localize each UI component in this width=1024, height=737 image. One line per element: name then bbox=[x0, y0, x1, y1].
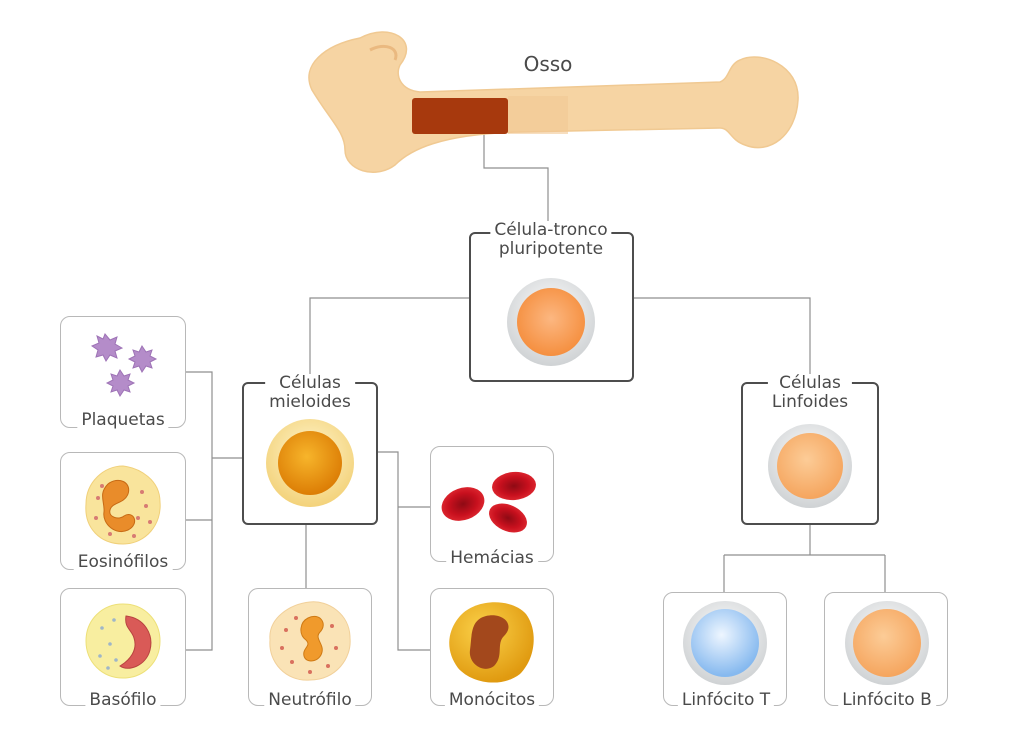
neutrophil-label: Neutrófilo bbox=[264, 691, 356, 710]
b-cell-label: Linfócito B bbox=[838, 691, 936, 710]
stem-cell-label: Célula-tronco pluripotente bbox=[490, 221, 612, 259]
b-cell-icon bbox=[845, 601, 929, 685]
neutrophil-icon bbox=[269, 601, 351, 681]
lymphoid-cell-icon bbox=[768, 424, 852, 508]
myeloid-cells-label: Células mieloides bbox=[265, 374, 355, 412]
t-cell-icon bbox=[683, 601, 767, 685]
bone-label: Osso bbox=[523, 52, 573, 76]
basophil-label: Basófilo bbox=[85, 691, 161, 710]
bone-illustration bbox=[308, 31, 799, 173]
monocytes-label: Monócitos bbox=[444, 691, 540, 710]
platelet-icon bbox=[90, 333, 158, 397]
red-cell-icon bbox=[441, 471, 536, 533]
red-cells-label: Hemácias bbox=[446, 549, 538, 568]
eosinophils-label: Eosinófilos bbox=[73, 553, 173, 572]
lymphoid-cells-label: Células Linfoides bbox=[767, 374, 853, 412]
stem-cell-icon bbox=[507, 278, 595, 366]
eosinophil-icon bbox=[85, 465, 161, 545]
basophil-icon bbox=[85, 603, 161, 679]
myeloid-cell-icon bbox=[266, 419, 354, 507]
marrow bbox=[412, 98, 508, 134]
monocyte-icon bbox=[449, 602, 534, 683]
t-cell-label: Linfócito T bbox=[677, 691, 775, 710]
platelets-label: Plaquetas bbox=[77, 411, 169, 430]
